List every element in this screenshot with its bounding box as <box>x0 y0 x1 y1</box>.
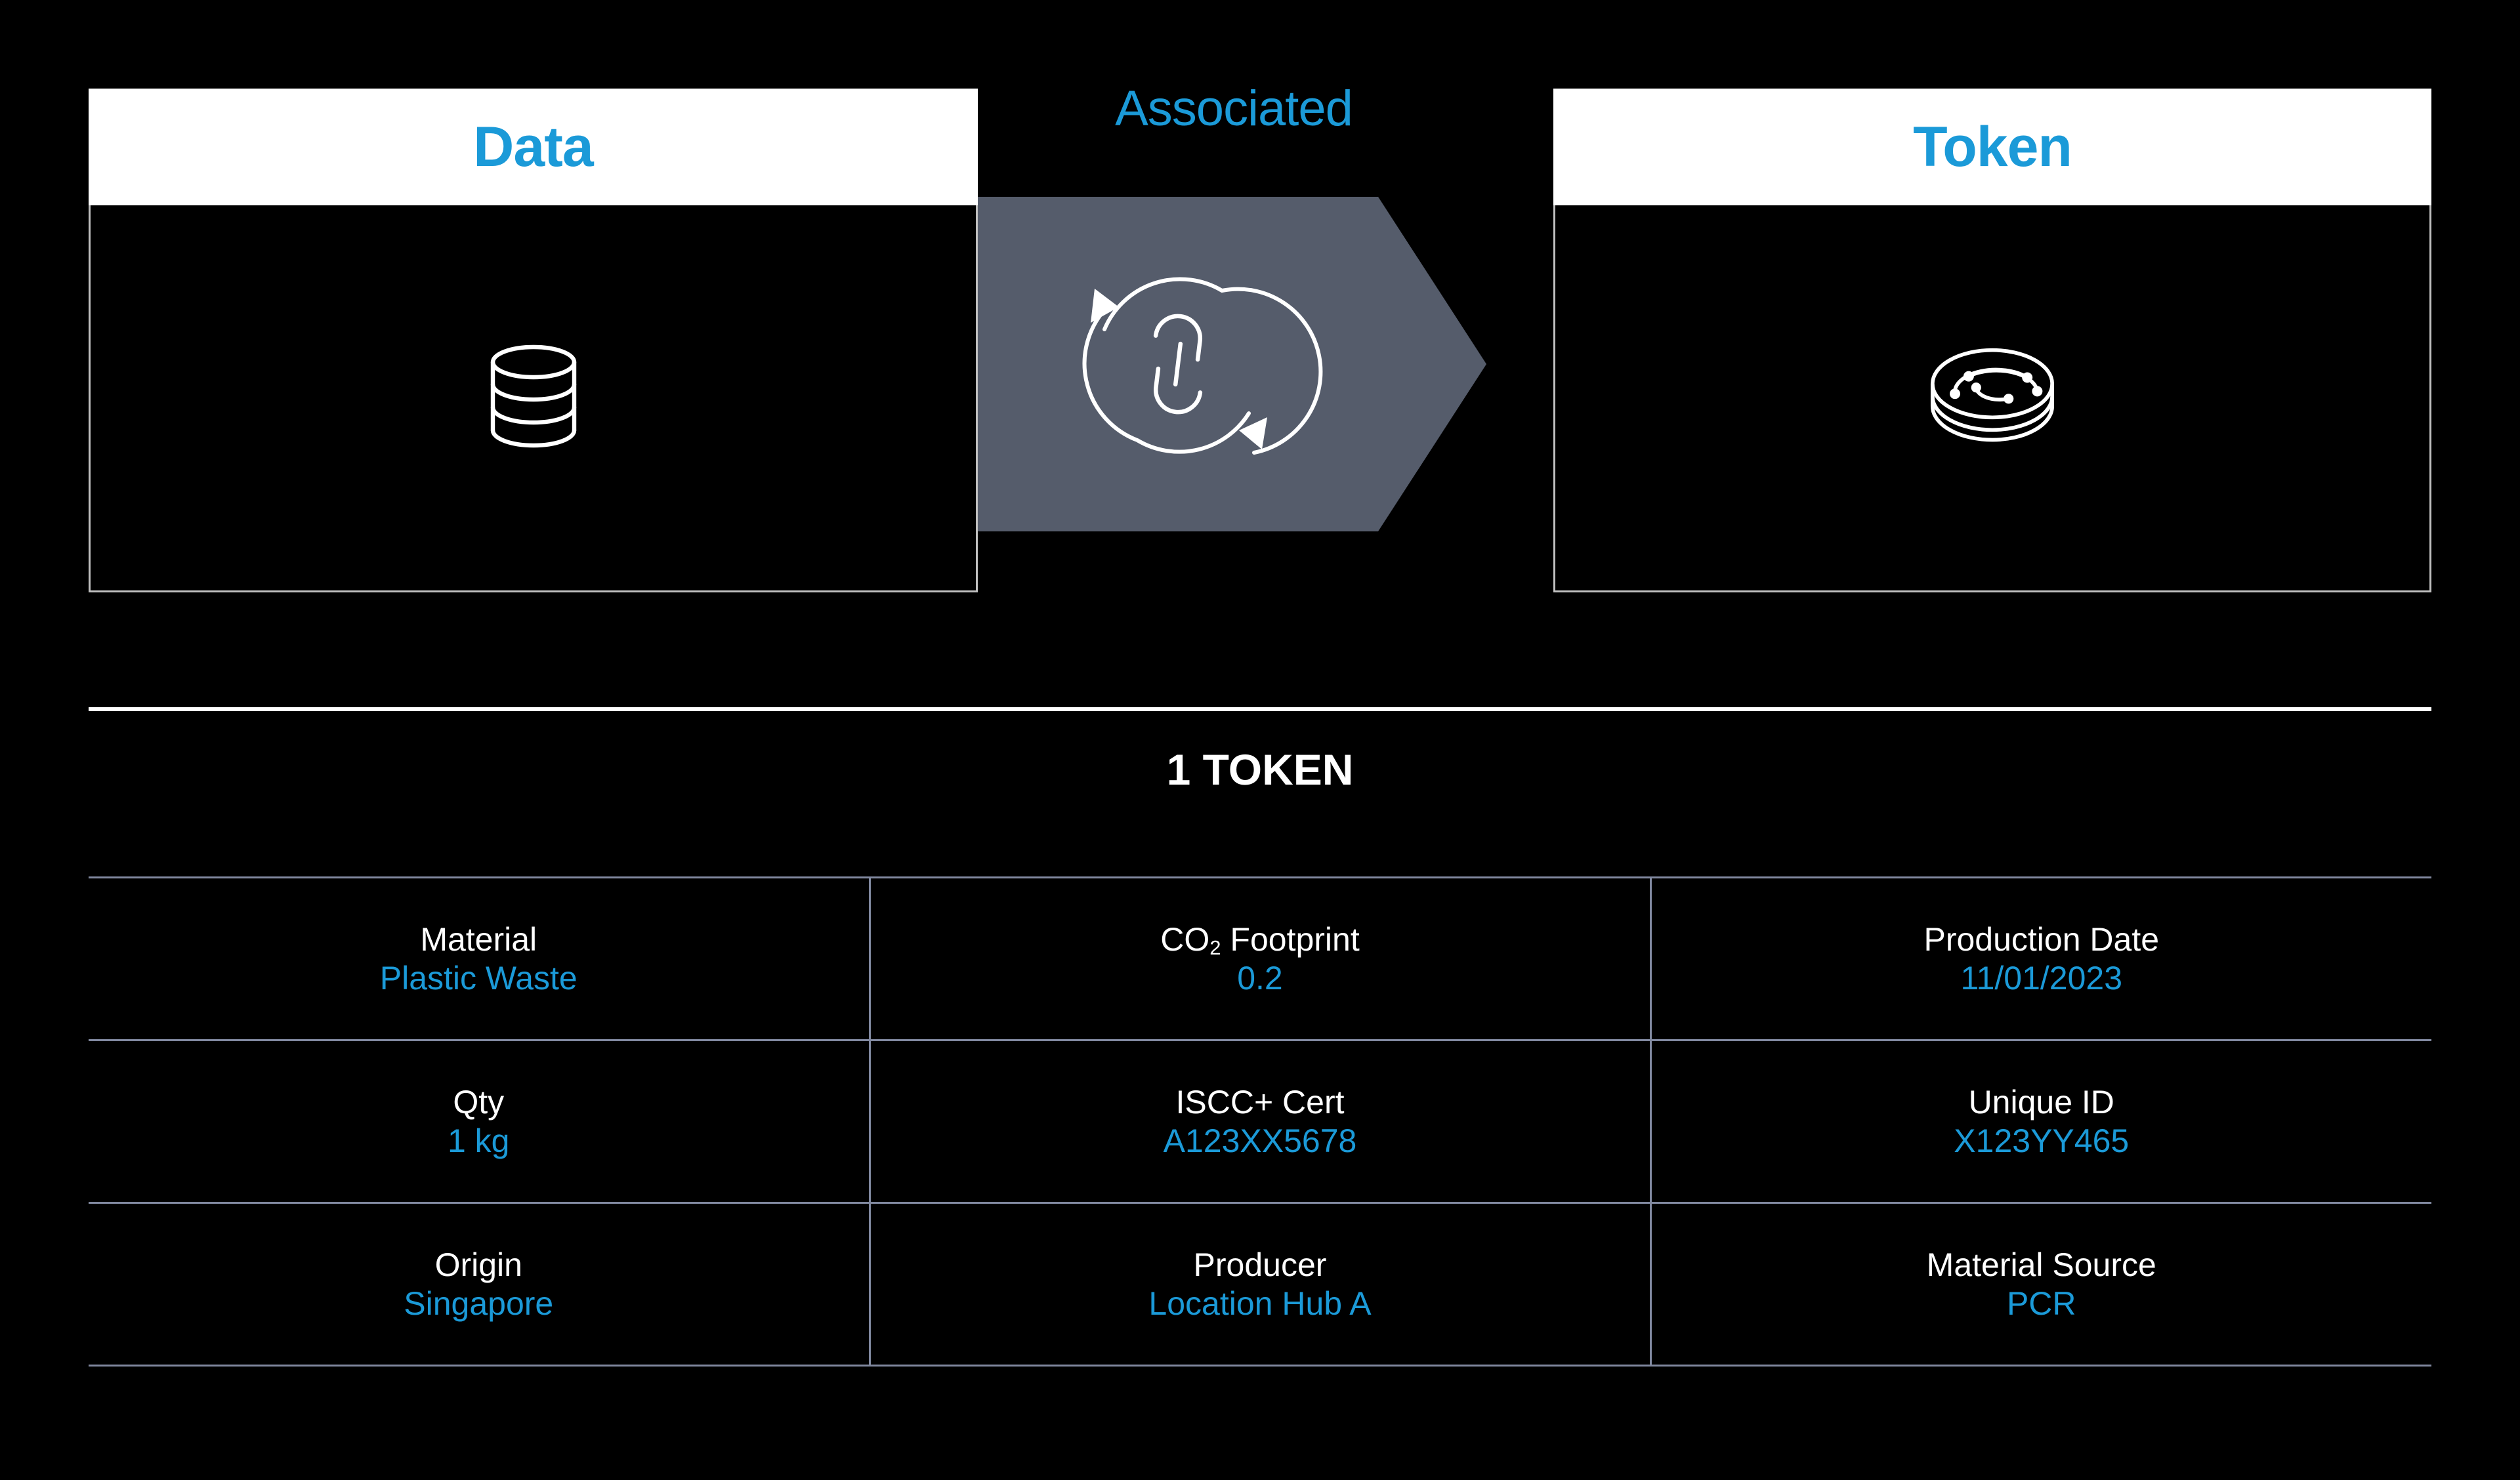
cell-value: Singapore <box>404 1285 554 1322</box>
token-panel-title: Token <box>1913 115 2072 178</box>
cell-label: Production Date <box>1923 920 2160 958</box>
cell-label-subscript: 2 <box>1209 936 1221 960</box>
token-panel-body <box>1553 205 2431 592</box>
token-coin-icon <box>1917 334 2068 462</box>
section-divider <box>89 707 2431 711</box>
arrow-shape <box>978 197 1486 531</box>
database-icon <box>468 331 599 465</box>
cell-value: 0.2 <box>1237 959 1283 997</box>
associated-arrow <box>978 197 1486 531</box>
cell-label: Producer <box>1193 1246 1327 1283</box>
cell-value: Plastic Waste <box>379 959 578 997</box>
token-count-heading: 1 TOKEN <box>1166 745 1354 794</box>
cell-value: Location Hub A <box>1148 1285 1372 1322</box>
cell-value: 1 kg <box>447 1122 510 1159</box>
link-refresh-icon <box>1082 277 1323 455</box>
cell-origin: Origin Singapore <box>89 1202 870 1367</box>
cell-qty: Qty 1 kg <box>89 1039 870 1203</box>
token-panel-header: Token <box>1553 89 2431 205</box>
cell-producer: Producer Location Hub A <box>868 1202 1650 1367</box>
table-row: Qty 1 kg ISCC+ Cert A123XX5678 Unique ID… <box>89 1039 2431 1203</box>
data-panel-header: Data <box>89 89 978 205</box>
cell-label: Qty <box>453 1083 505 1120</box>
cell-label: Unique ID <box>1968 1083 2114 1120</box>
cell-label: Material Source <box>1926 1246 2156 1283</box>
data-panel-body <box>89 205 978 592</box>
cell-material: Material Plastic Waste <box>89 876 870 1040</box>
table-row: Material Plastic Waste CO2 Footprint 0.2… <box>89 876 2431 1040</box>
cell-label: Material <box>420 920 537 958</box>
cell-iscc-cert: ISCC+ Cert A123XX5678 <box>868 1039 1650 1203</box>
cell-material-source: Material Source PCR <box>1649 1202 2431 1367</box>
table-row: Origin Singapore Producer Location Hub A… <box>89 1202 2431 1367</box>
token-attributes-table: Material Plastic Waste CO2 Footprint 0.2… <box>89 876 2431 1367</box>
cell-unique-id: Unique ID X123YY465 <box>1649 1039 2431 1203</box>
cell-label: CO2 Footprint <box>871 920 1650 960</box>
cell-label-main: CO <box>1160 920 1210 958</box>
data-panel-title: Data <box>473 115 593 178</box>
cell-label: ISCC+ Cert <box>1175 1083 1345 1120</box>
cell-label-tail: Footprint <box>1221 920 1360 958</box>
cell-production-date: Production Date 11/01/2023 <box>1649 876 2431 1040</box>
associated-label: Associated <box>1115 81 1353 136</box>
cell-value: A123XX5678 <box>1163 1122 1357 1159</box>
cell-value: 11/01/2023 <box>1960 959 2123 997</box>
data-panel: Data <box>89 89 978 592</box>
token-panel: Token <box>1553 89 2431 592</box>
cell-co2-footprint: CO2 Footprint 0.2 <box>868 876 1650 1040</box>
cell-label: Origin <box>434 1246 522 1283</box>
cell-value: X123YY465 <box>1954 1122 2130 1159</box>
cell-value: PCR <box>2006 1285 2076 1322</box>
